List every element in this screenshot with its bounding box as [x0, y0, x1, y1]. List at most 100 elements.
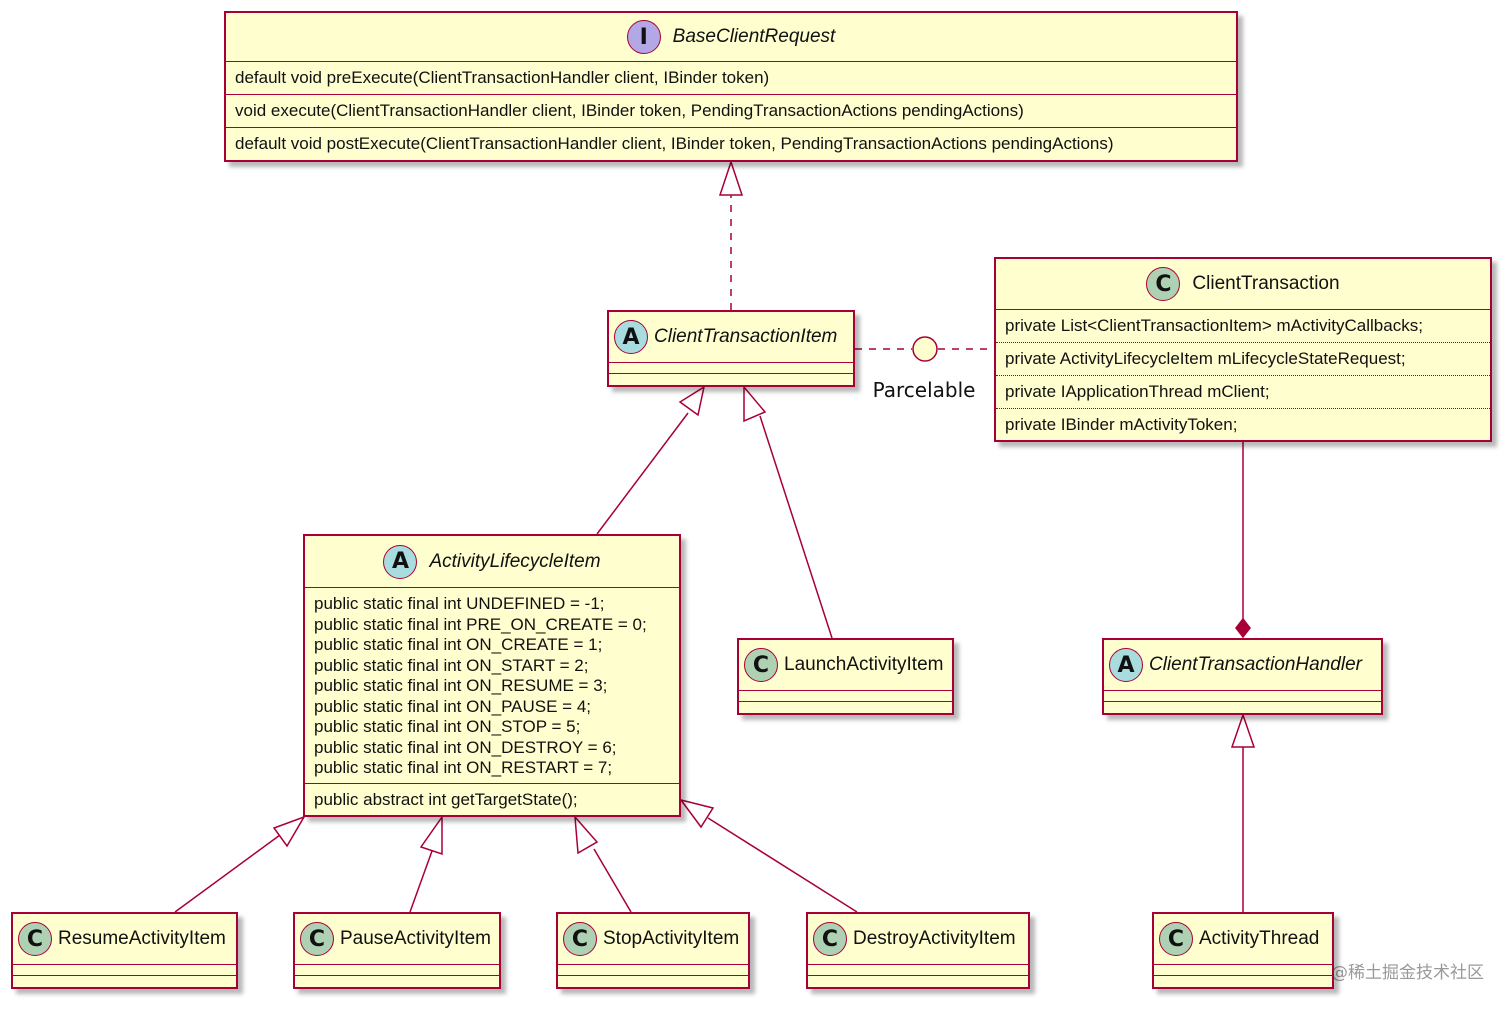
field-row: public static final int ON_CREATE = 1;: [314, 635, 603, 654]
generalization-arrowhead: [679, 798, 715, 829]
watermark: @稀土掘金技术社区: [1331, 963, 1484, 983]
class-name: StopActivityItem: [603, 928, 740, 949]
generalization-line-resume-ali: [174, 834, 281, 913]
abstract-stereotype-icon: A: [614, 320, 648, 354]
field-row: public static final int UNDEFINED = -1;: [314, 594, 605, 613]
class-stereotype-icon: C: [1146, 267, 1181, 301]
class-stereotype-icon: C: [1159, 922, 1193, 956]
field-row: public static final int PRE_ON_CREATE = …: [314, 614, 647, 634]
class-stereotype-icon: C: [18, 922, 52, 956]
empty-compartment: [739, 690, 952, 701]
interface-stereotype-icon: I: [626, 20, 661, 54]
method-compartment: default void preExecute(ClientTransactio…: [226, 61, 1236, 94]
field-row: public static final int ON_DESTROY = 6;: [314, 737, 617, 757]
field-row: public static final int ON_RESUME = 3;: [314, 676, 608, 695]
parcelable-lollipop-circle: [912, 336, 938, 362]
class-box-activitylifecycleitem: A ActivityLifecycleItem public static fi…: [303, 534, 681, 817]
empty-compartment: [13, 964, 236, 975]
class-box-clienttransactionhandler: A ClientTransactionHandler: [1102, 638, 1383, 715]
empty-compartment: [808, 964, 1028, 975]
method-compartment: public abstract int getTargetState();: [305, 782, 679, 816]
class-name: DestroyActivityItem: [853, 928, 1016, 949]
generalization-line-destroy-ali: [707, 817, 858, 913]
generalization-line-pause-ali: [409, 850, 433, 913]
field-row: private List<ClientTransactionItem> mAct…: [1005, 316, 1423, 335]
class-header: C DestroyActivityItem: [808, 914, 1028, 964]
empty-compartment: [1104, 690, 1381, 701]
method-compartment: void execute(ClientTransactionHandler cl…: [226, 94, 1236, 127]
generalization-line-ali-ctitem: [596, 412, 689, 535]
class-header: A ClientTransactionHandler: [1104, 640, 1381, 690]
field-compartment: private List<ClientTransactionItem> mAct…: [996, 309, 1490, 342]
method-compartment: default void postExecute(ClientTransacti…: [226, 127, 1236, 160]
class-name: ActivityThread: [1199, 928, 1320, 949]
class-header: C ActivityThread: [1154, 914, 1332, 964]
class-stereotype-icon: C: [744, 648, 778, 682]
empty-compartment: [558, 975, 748, 986]
class-box-clienttransactionitem: A ClientTransactionItem: [607, 310, 855, 387]
class-header: C ResumeActivityItem: [13, 914, 236, 964]
class-box-destroyactivityitem: C DestroyActivityItem: [806, 912, 1030, 989]
empty-compartment: [295, 975, 499, 986]
method-row: void execute(ClientTransactionHandler cl…: [235, 101, 1024, 120]
class-header: C StopActivityItem: [558, 914, 748, 964]
class-box-launchactivityitem: C LaunchActivityItem: [737, 638, 954, 715]
empty-compartment: [609, 362, 853, 373]
field-row: public static final int ON_START = 2;: [314, 655, 589, 675]
method-row: public abstract int getTargetState();: [314, 789, 578, 809]
field-row: private IBinder mActivityToken;: [1005, 415, 1238, 434]
class-header: A ClientTransactionItem: [609, 312, 853, 362]
generalization-arrowhead: [419, 814, 443, 856]
empty-compartment: [1154, 964, 1332, 975]
class-name: ClientTransactionItem: [654, 326, 838, 347]
class-header: C ClientTransaction: [996, 259, 1490, 309]
class-name: ClientTransactionHandler: [1149, 654, 1362, 675]
empty-compartment: [609, 373, 853, 384]
method-row: default void postExecute(ClientTransacti…: [235, 134, 1114, 153]
field-row: public static final int ON_RESTART = 7;: [314, 758, 613, 777]
class-box-resumeactivityitem: C ResumeActivityItem: [11, 912, 238, 989]
method-row: default void preExecute(ClientTransactio…: [235, 68, 770, 87]
class-name: ResumeActivityItem: [58, 928, 226, 949]
class-name: ActivityLifecycleItem: [429, 550, 601, 572]
composition-diamond: [1235, 617, 1251, 639]
empty-compartment: [295, 964, 499, 975]
class-name: BaseClientRequest: [672, 26, 836, 47]
field-compartment: private IBinder mActivityToken;: [996, 408, 1490, 441]
parcelable-label: Parcelable: [873, 378, 976, 402]
abstract-stereotype-icon: A: [383, 544, 418, 579]
empty-compartment: [1104, 701, 1381, 712]
class-name: PauseActivityItem: [340, 928, 491, 949]
field-row: private ActivityLifecycleItem mLifecycle…: [1005, 349, 1406, 368]
field-row: private IApplicationThread mClient;: [1005, 382, 1270, 401]
class-name: LaunchActivityItem: [784, 654, 944, 675]
field-row: public static final int ON_STOP = 5;: [314, 717, 581, 736]
empty-compartment: [1154, 975, 1332, 986]
generalization-line-stop-ali: [593, 848, 632, 913]
class-box-pauseactivityitem: C PauseActivityItem: [293, 912, 501, 989]
generalization-arrowhead: [1230, 712, 1256, 748]
class-box-stopactivityitem: C StopActivityItem: [556, 912, 750, 989]
generalization-arrowhead: [574, 814, 599, 855]
generalization-arrowhead: [678, 385, 706, 417]
generalization-arrowhead: [743, 384, 767, 423]
class-box-clienttransaction: C ClientTransaction private List<ClientT…: [994, 257, 1492, 442]
class-stereotype-icon: C: [300, 922, 334, 956]
empty-compartment: [739, 701, 952, 712]
realization-arrowhead: [718, 159, 744, 196]
field-row: public static final int ON_PAUSE = 4;: [314, 696, 592, 716]
empty-compartment: [558, 964, 748, 975]
field-compartment: private IApplicationThread mClient;: [996, 375, 1490, 408]
class-stereotype-icon: C: [813, 922, 847, 956]
generalization-arrowhead: [272, 815, 306, 848]
abstract-stereotype-icon: A: [1109, 648, 1143, 682]
class-header: C LaunchActivityItem: [739, 640, 952, 690]
class-stereotype-icon: C: [563, 922, 597, 956]
empty-compartment: [808, 975, 1028, 986]
class-header: C PauseActivityItem: [295, 914, 499, 964]
empty-compartment: [13, 975, 236, 986]
generalization-line-lai-ctitem: [759, 415, 833, 639]
class-header: I BaseClientRequest: [226, 13, 1236, 61]
